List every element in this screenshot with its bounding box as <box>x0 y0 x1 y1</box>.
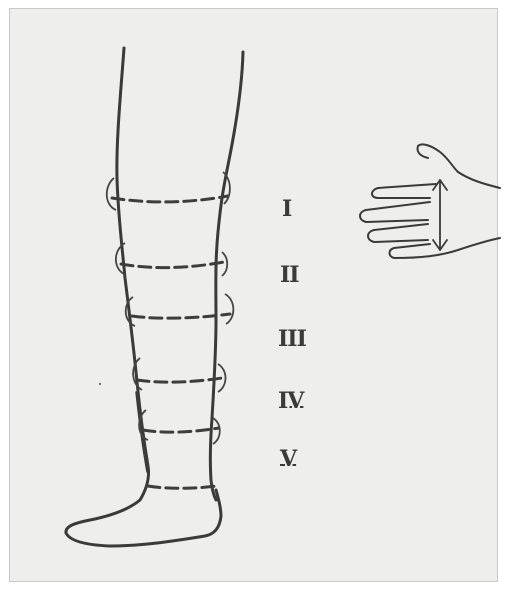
level-label-iv: IV <box>278 390 303 412</box>
pencil-dot <box>99 383 101 385</box>
level-label-ii: II <box>280 264 299 286</box>
level-label-i: I <box>282 198 291 220</box>
level-label-v: V <box>280 448 296 470</box>
level-label-iii: III <box>278 328 306 350</box>
leg-sketch <box>66 48 243 546</box>
hand-sketch <box>360 144 500 258</box>
circumference-rings <box>107 172 234 488</box>
double-arrow <box>433 180 447 250</box>
